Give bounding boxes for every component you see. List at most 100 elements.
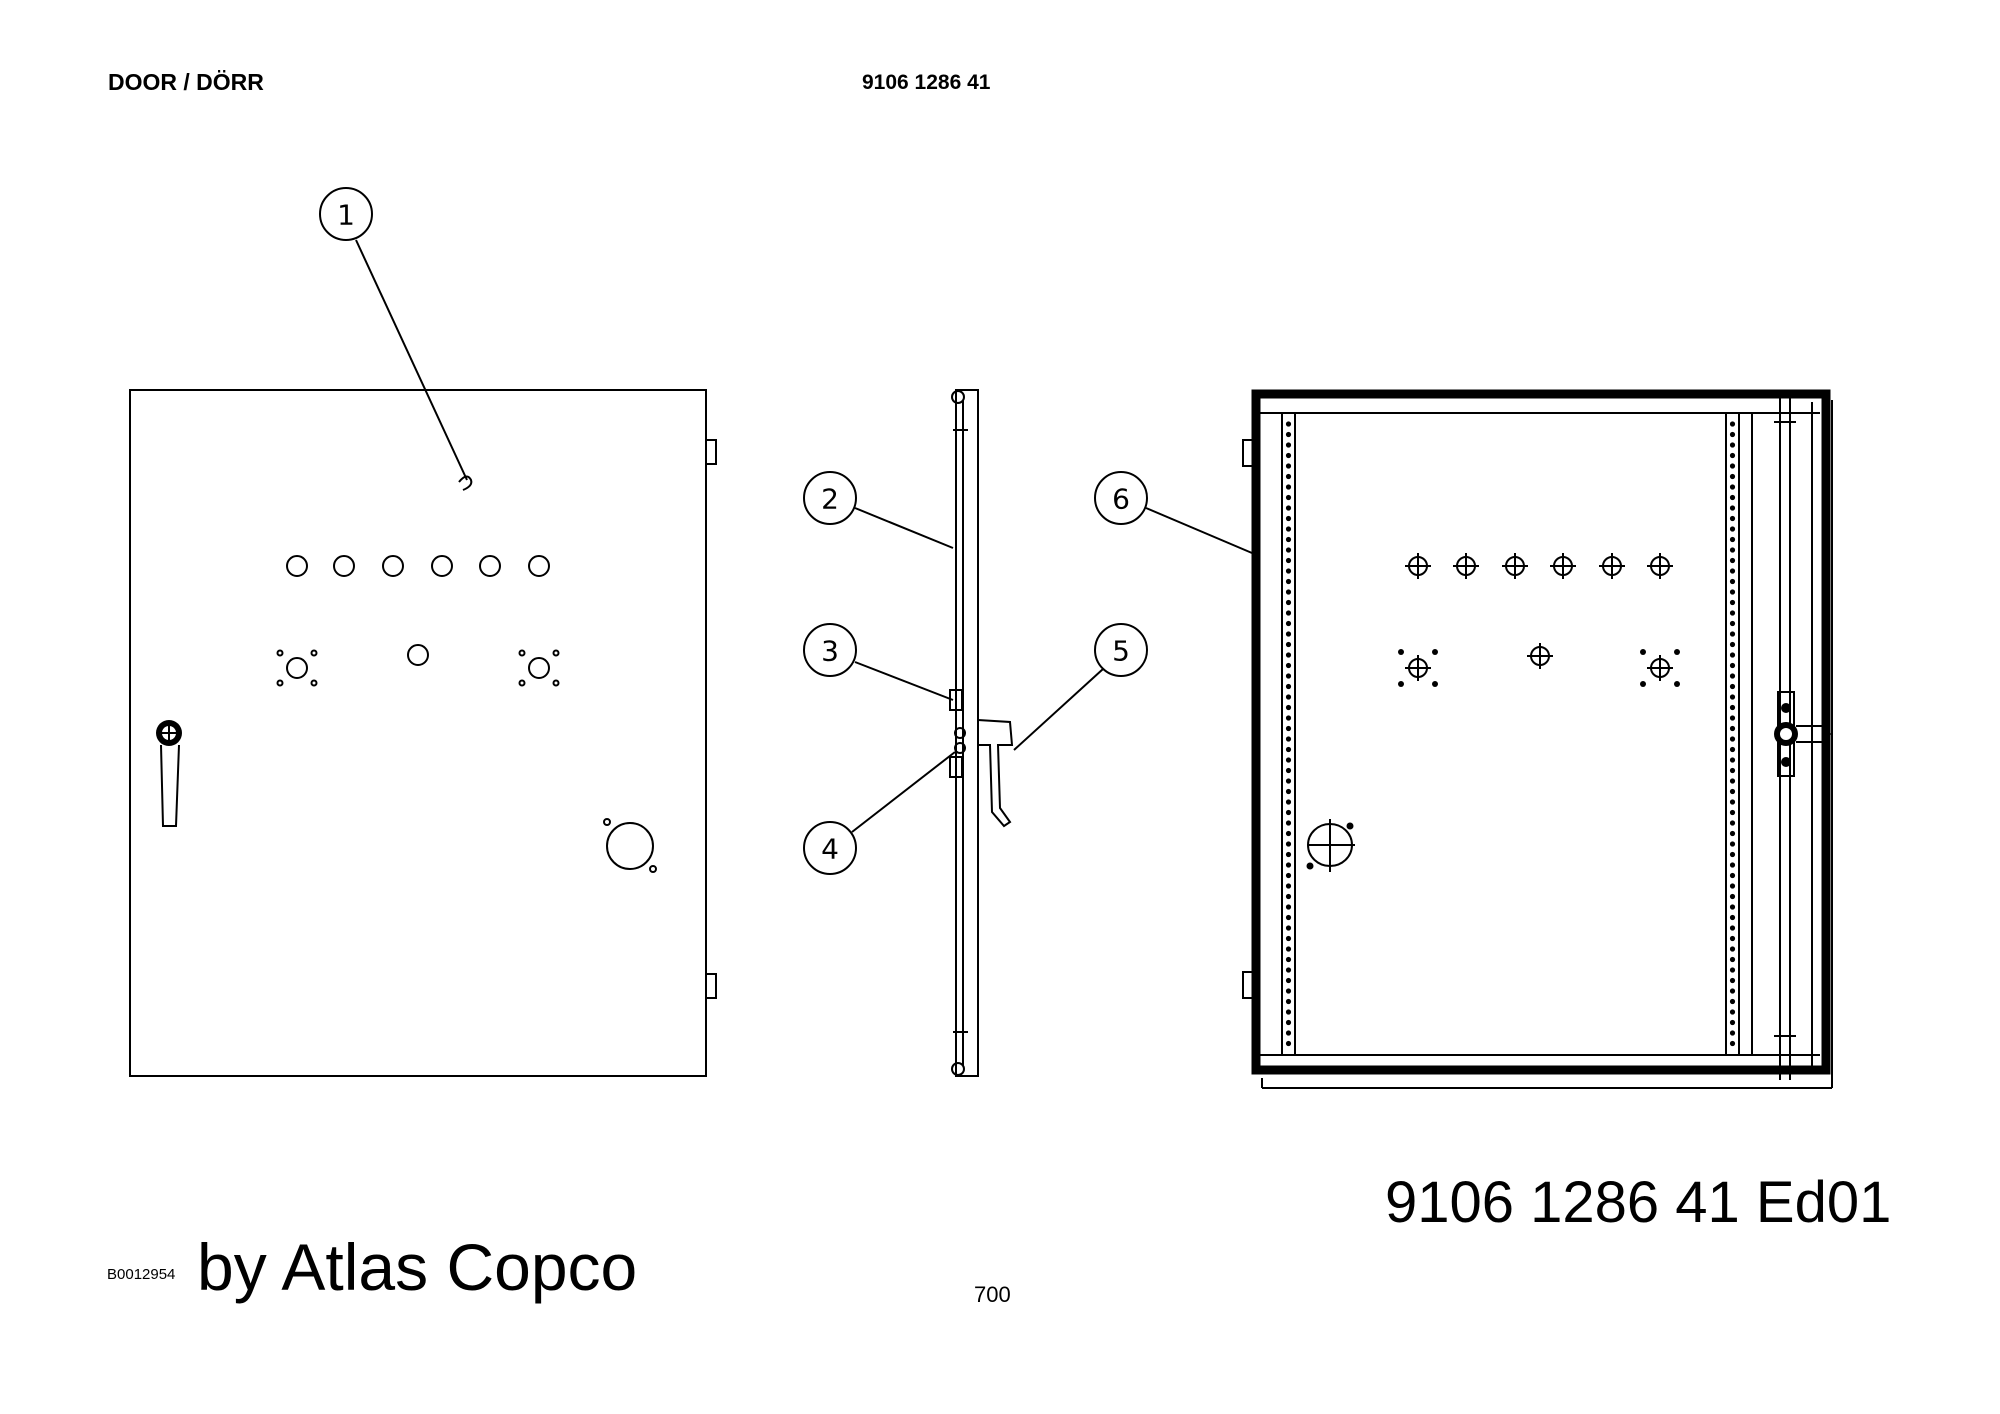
rail-slot <box>1729 704 1736 711</box>
rail-slot <box>1729 862 1736 868</box>
cable-gland-hole-inside <box>1306 819 1355 872</box>
rail-slot <box>1729 568 1736 574</box>
rail-slot <box>1729 694 1736 700</box>
rail-slot <box>1285 599 1292 606</box>
edition-label: 9106 1286 41 Ed01 <box>1385 1170 1891 1235</box>
screw-hole <box>552 649 560 657</box>
rail-slot <box>1729 505 1736 511</box>
crosshair-hole <box>1405 655 1431 681</box>
rail-slot <box>1285 1040 1292 1047</box>
indicator-hole <box>479 555 501 577</box>
rail-slot <box>1729 494 1736 501</box>
rail-slot <box>1285 704 1292 711</box>
screw-hole <box>1432 649 1438 655</box>
rail-slot <box>1285 830 1292 837</box>
rail-slot <box>1729 757 1736 763</box>
header-part-number: 9106 1286 41 <box>862 71 991 94</box>
callout-balloon-2: 2 <box>803 471 954 549</box>
rail-slot <box>1729 956 1736 963</box>
rail-slot <box>1285 736 1292 742</box>
screw-hole <box>552 679 560 687</box>
rail-slot <box>1729 589 1736 595</box>
hinge-top <box>705 439 717 465</box>
indicator-hole <box>431 555 453 577</box>
rail-slot <box>1285 914 1292 921</box>
rail-slot <box>1729 893 1736 900</box>
rail-slot <box>1285 757 1292 763</box>
screw-hole <box>1398 649 1404 655</box>
balloon-circle <box>1094 471 1148 525</box>
screw-hole <box>518 679 526 687</box>
rail-slot <box>1285 778 1292 784</box>
rail-slot <box>1729 1030 1736 1036</box>
rail-slot <box>1285 578 1292 585</box>
rail-slot <box>1285 715 1292 721</box>
indicator-hole <box>407 644 429 666</box>
balloon-number: 3 <box>821 635 839 668</box>
rail-slot <box>1729 641 1736 648</box>
door-panel-outline <box>129 389 707 1077</box>
rail-slot <box>1285 946 1292 952</box>
balloon-circle <box>319 187 373 241</box>
rail-slot <box>1285 610 1292 616</box>
crosshair-hole <box>1550 553 1576 579</box>
rail-slot <box>1729 736 1736 742</box>
rail-slot <box>1729 578 1736 585</box>
mounting-rail-right <box>1725 412 1740 1056</box>
hinge-inside-top <box>1242 439 1254 467</box>
rail-slot <box>1285 977 1292 984</box>
leader-line <box>1145 507 1253 554</box>
rail-slot <box>1285 526 1292 532</box>
rail-slot <box>1285 998 1292 1005</box>
leader-line <box>854 661 954 701</box>
rail-slot <box>1729 484 1736 490</box>
rail-slot <box>1729 904 1736 910</box>
rail-slot <box>1729 662 1736 669</box>
indicator-hole <box>528 555 550 577</box>
crosshair-hole <box>1599 553 1625 579</box>
rail-slot <box>1285 988 1292 994</box>
rail-slot <box>1729 631 1736 637</box>
rail-slot <box>1729 925 1736 931</box>
door-inside-view <box>1242 389 1833 1089</box>
crosshair-hole <box>1502 553 1528 579</box>
rail-slot <box>1285 589 1292 595</box>
rail-slot <box>1285 442 1292 448</box>
crosshair-hole <box>1527 643 1553 669</box>
page-number: 700 <box>974 1282 1011 1307</box>
rail-slot <box>1729 946 1736 952</box>
crosshair-hole <box>1647 553 1673 579</box>
rail-slot <box>1729 1040 1736 1047</box>
rail-slot <box>1285 515 1292 522</box>
rail-slot <box>1285 1009 1292 1015</box>
screw-hole <box>1640 649 1646 655</box>
rail-slot <box>1729 610 1736 616</box>
rail-slot <box>1285 799 1292 805</box>
rail-slot <box>1729 778 1736 784</box>
rail-slot <box>1285 557 1292 564</box>
rail-slot <box>1729 547 1736 553</box>
screw-hole <box>1432 681 1438 687</box>
rail-slot <box>1285 862 1292 868</box>
rail-slot <box>1285 662 1292 669</box>
leader-line <box>355 239 468 481</box>
indicator-hole <box>382 555 404 577</box>
balloon-number: 5 <box>1112 635 1130 668</box>
balloon-number: 1 <box>337 199 355 232</box>
screw-hole <box>1398 681 1404 687</box>
rail-slot <box>1729 988 1736 994</box>
rail-slot <box>1729 536 1736 543</box>
screw-hole <box>276 649 284 657</box>
rail-slot <box>1729 1019 1736 1026</box>
rail-slot <box>1729 872 1736 879</box>
rail-slot <box>1729 557 1736 564</box>
door-side-view <box>949 389 1014 1077</box>
balloon-circle <box>1094 623 1148 677</box>
rail-slot <box>1285 956 1292 963</box>
rail-slot <box>1285 746 1292 753</box>
drawing-id: B0012954 <box>107 1266 175 1283</box>
rail-slot <box>1729 883 1736 889</box>
screw-hole <box>276 679 284 687</box>
rail-slot <box>1729 914 1736 921</box>
